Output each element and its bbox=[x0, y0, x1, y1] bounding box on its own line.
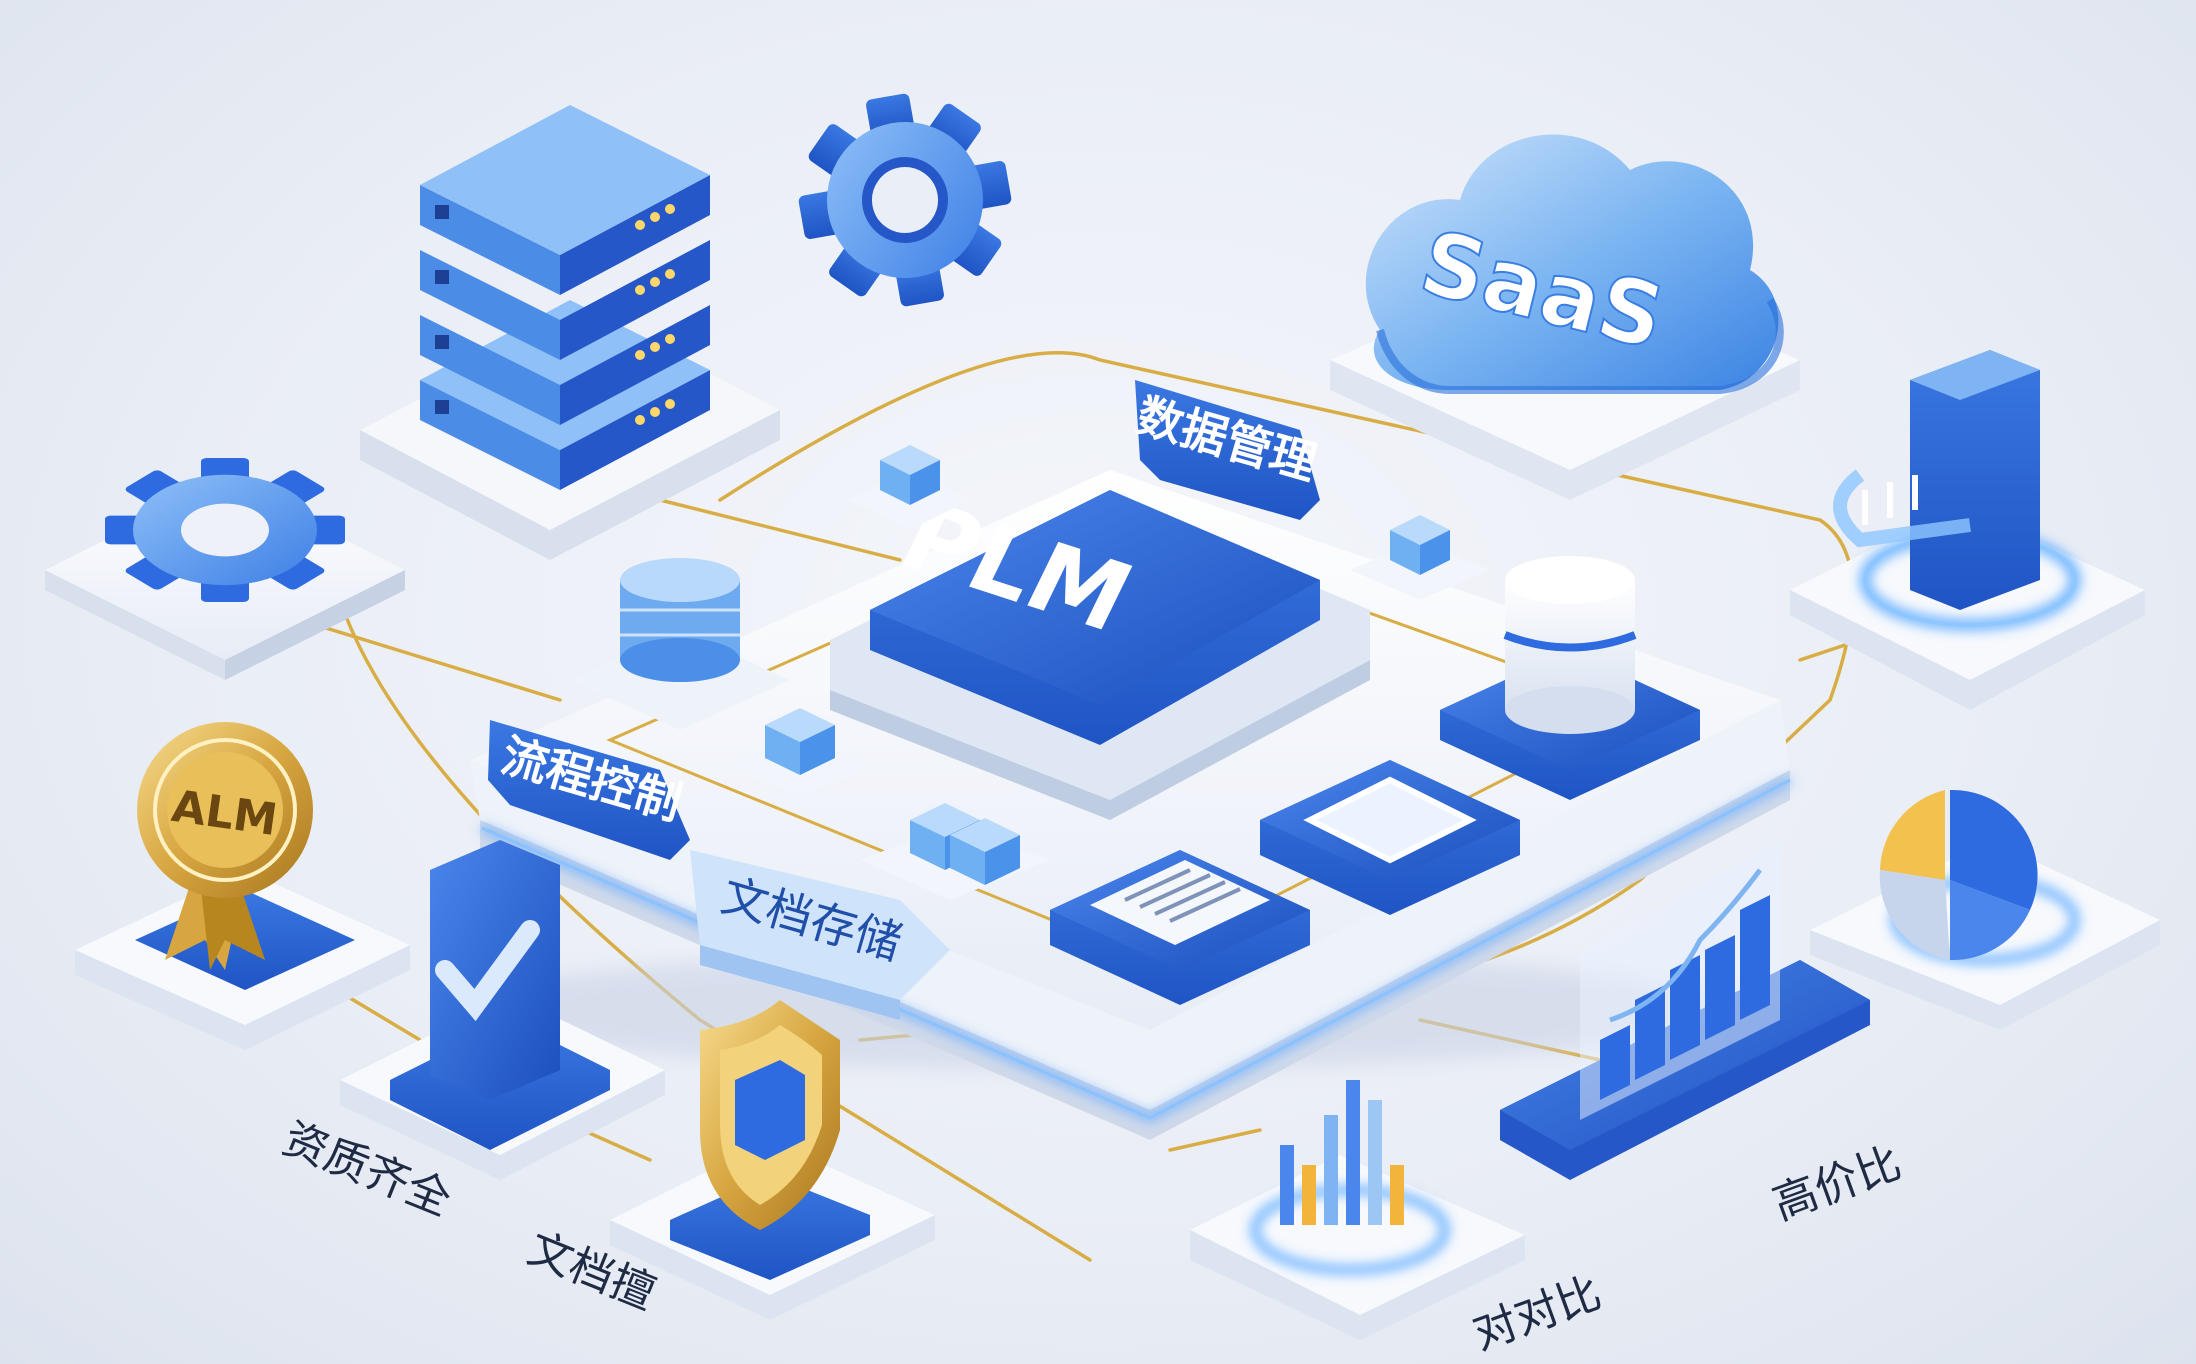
bar-chart-icon-small bbox=[1190, 1080, 1525, 1340]
monitor-icon bbox=[1260, 760, 1520, 915]
compare-label: 对对比 bbox=[1466, 1267, 1607, 1360]
gear-icon-top bbox=[798, 93, 1012, 307]
document-icon bbox=[1050, 850, 1310, 1005]
database-icon-right bbox=[1440, 556, 1700, 800]
bar-chart-icon-large bbox=[1500, 840, 1870, 1180]
tag-document-storage: 文档存储 bbox=[690, 850, 950, 1020]
small-cubes bbox=[720, 445, 1490, 900]
shield-icon bbox=[610, 1000, 935, 1320]
pie-chart-icon bbox=[1810, 789, 2160, 1030]
value-label: 高价比 bbox=[1766, 1137, 1907, 1230]
certificate-badge-icon: ALM bbox=[75, 722, 410, 1050]
magnet-device-icon bbox=[1790, 350, 2145, 710]
database-icon-left bbox=[570, 558, 790, 730]
cloud-icon: SaaS bbox=[1330, 134, 1800, 500]
gear-icon-left bbox=[45, 458, 405, 680]
checkmark-icon bbox=[340, 840, 665, 1180]
server-rack-icon bbox=[360, 105, 780, 560]
